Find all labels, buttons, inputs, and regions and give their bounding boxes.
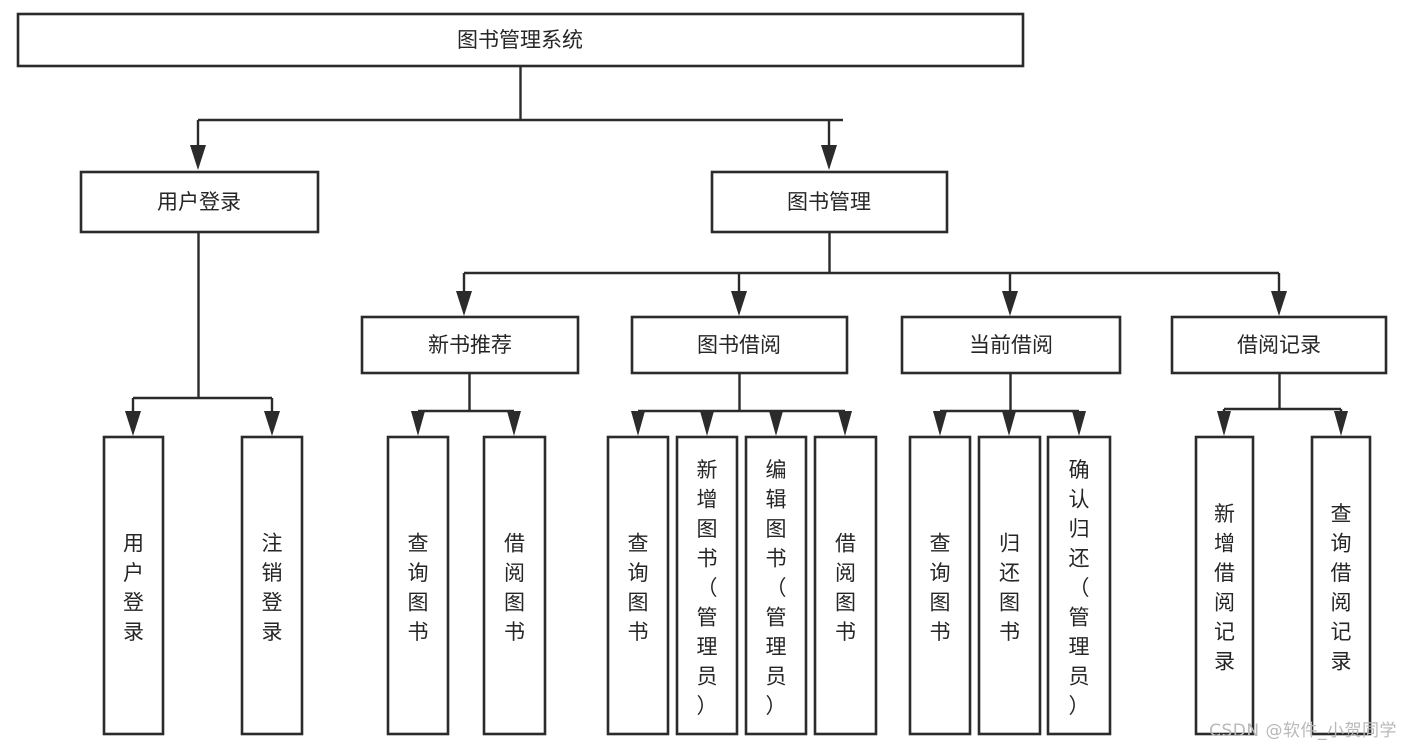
arrow-head-icon <box>821 145 837 170</box>
leaf-node-query-book-2-label: 查询图书 <box>628 532 649 645</box>
node-borrow-record-box[interactable] <box>1170 315 1388 375</box>
leaf-node-logout-login-box[interactable] <box>240 435 304 736</box>
leaf-node-add-book-box[interactable] <box>675 435 739 736</box>
leaf-node-borrow-book-2-box[interactable] <box>813 435 878 736</box>
leaf-node-borrow-book-1-label: 借阅图书 <box>504 532 525 645</box>
node-root[interactable]: 图书管理系统 <box>16 12 1025 68</box>
leaf-node-query-book-2[interactable]: 查询图书 <box>606 435 670 736</box>
node-new-book-recommend-label: 新书推荐 <box>428 333 512 357</box>
arrow-head-icon <box>411 411 425 436</box>
csdn-watermark: CSDN @软件_小贺同学 <box>1209 721 1397 741</box>
node-current-borrow[interactable]: 当前借阅 <box>900 315 1122 375</box>
arrow-head-icon <box>769 411 783 436</box>
leaf-node-user-login[interactable]: 用户登录 <box>102 435 165 736</box>
leaf-node-user-login-label: 用户登录 <box>123 532 144 645</box>
leaf-node-query-book-1[interactable]: 查询图书 <box>386 435 450 736</box>
arrow-head-icon <box>1271 291 1287 316</box>
leaf-node-edit-book-label: 编辑图书（管理员） <box>766 458 787 718</box>
node-new-book-recommend-box[interactable] <box>360 315 580 375</box>
node-borrow-record-label: 借阅记录 <box>1237 333 1321 357</box>
leaf-node-add-record-box[interactable] <box>1194 435 1255 736</box>
node-user-login[interactable]: 用户登录 <box>79 170 320 234</box>
leaf-node-query-book-1-box[interactable] <box>386 435 450 736</box>
leaf-node-query-book-1-label: 查询图书 <box>408 532 429 645</box>
arrow-head-icon <box>1217 411 1231 436</box>
leaf-node-borrow-book-2[interactable]: 借阅图书 <box>813 435 878 736</box>
connector-layer <box>125 66 1348 436</box>
leaf-node-add-book-label: 新增图书（管理员） <box>697 458 718 718</box>
leaf-node-edit-book[interactable]: 编辑图书（管理员） <box>744 435 808 736</box>
node-book-management-label: 图书管理 <box>787 190 871 214</box>
leaf-node-add-record-label: 新增借阅记录 <box>1214 502 1235 674</box>
arrow-head-icon <box>125 411 141 436</box>
leaf-node-confirm-return-box[interactable] <box>1046 435 1112 736</box>
arrow-head-icon <box>933 411 947 436</box>
leaf-node-logout-login-label: 注销登录 <box>262 532 283 645</box>
node-user-login-box[interactable] <box>79 170 320 234</box>
arrow-head-icon <box>1002 411 1016 436</box>
leaf-node-query-book-3-box[interactable] <box>908 435 972 736</box>
arrow-head-icon <box>700 411 714 436</box>
node-book-management-box[interactable] <box>710 170 949 234</box>
node-book-borrow[interactable]: 图书借阅 <box>630 315 849 375</box>
leaf-node-return-book[interactable]: 归还图书 <box>977 435 1042 736</box>
leaf-node-query-book-3[interactable]: 查询图书 <box>908 435 972 736</box>
arrow-head-icon <box>507 411 521 436</box>
leaf-node-return-book-label: 归还图书 <box>999 532 1020 645</box>
node-book-borrow-label: 图书借阅 <box>697 333 781 357</box>
arrow-head-icon <box>1002 291 1018 316</box>
node-current-borrow-label: 当前借阅 <box>969 333 1053 357</box>
leaf-node-add-book[interactable]: 新增图书（管理员） <box>675 435 739 736</box>
leaf-node-query-record[interactable]: 查询借阅记录 <box>1310 435 1372 736</box>
arrow-head-icon <box>731 291 747 316</box>
arrow-head-icon <box>631 411 645 436</box>
leaf-node-return-book-box[interactable] <box>977 435 1042 736</box>
leaf-node-confirm-return[interactable]: 确认归还（管理员） <box>1046 435 1112 736</box>
leaf-node-logout-login[interactable]: 注销登录 <box>240 435 304 736</box>
arrow-head-icon <box>1072 411 1086 436</box>
arrow-head-icon <box>264 411 280 436</box>
node-book-management[interactable]: 图书管理 <box>710 170 949 234</box>
leaf-node-borrow-book-2-label: 借阅图书 <box>835 532 856 645</box>
leaf-node-borrow-book-1-box[interactable] <box>482 435 547 736</box>
node-root-box[interactable] <box>16 12 1025 68</box>
node-root-label: 图书管理系统 <box>457 28 583 52</box>
leaf-node-add-record[interactable]: 新增借阅记录 <box>1194 435 1255 736</box>
node-borrow-record[interactable]: 借阅记录 <box>1170 315 1388 375</box>
arrow-head-icon <box>190 145 206 170</box>
leaf-node-user-login-box[interactable] <box>102 435 165 736</box>
leaf-node-query-record-label: 查询借阅记录 <box>1331 502 1352 674</box>
arrow-head-icon <box>1334 411 1348 436</box>
node-new-book-recommend[interactable]: 新书推荐 <box>360 315 580 375</box>
node-book-borrow-box[interactable] <box>630 315 849 375</box>
leaf-node-confirm-return-label: 确认归还（管理员） <box>1069 458 1090 718</box>
arrow-head-icon <box>456 291 472 316</box>
leaf-node-query-book-2-box[interactable] <box>606 435 670 736</box>
leaf-node-borrow-book-1[interactable]: 借阅图书 <box>482 435 547 736</box>
arrow-head-icon <box>838 411 852 436</box>
leaf-layer: 用户登录 注销登录 查询图书 借阅图书 查询图书 新增图书（管理员） 编辑图书（… <box>102 435 1372 736</box>
node-current-borrow-box[interactable] <box>900 315 1122 375</box>
leaf-node-query-record-box[interactable] <box>1310 435 1372 736</box>
leaf-node-edit-book-box[interactable] <box>744 435 808 736</box>
leaf-node-query-book-3-label: 查询图书 <box>930 532 951 645</box>
node-user-login-label: 用户登录 <box>157 190 241 214</box>
